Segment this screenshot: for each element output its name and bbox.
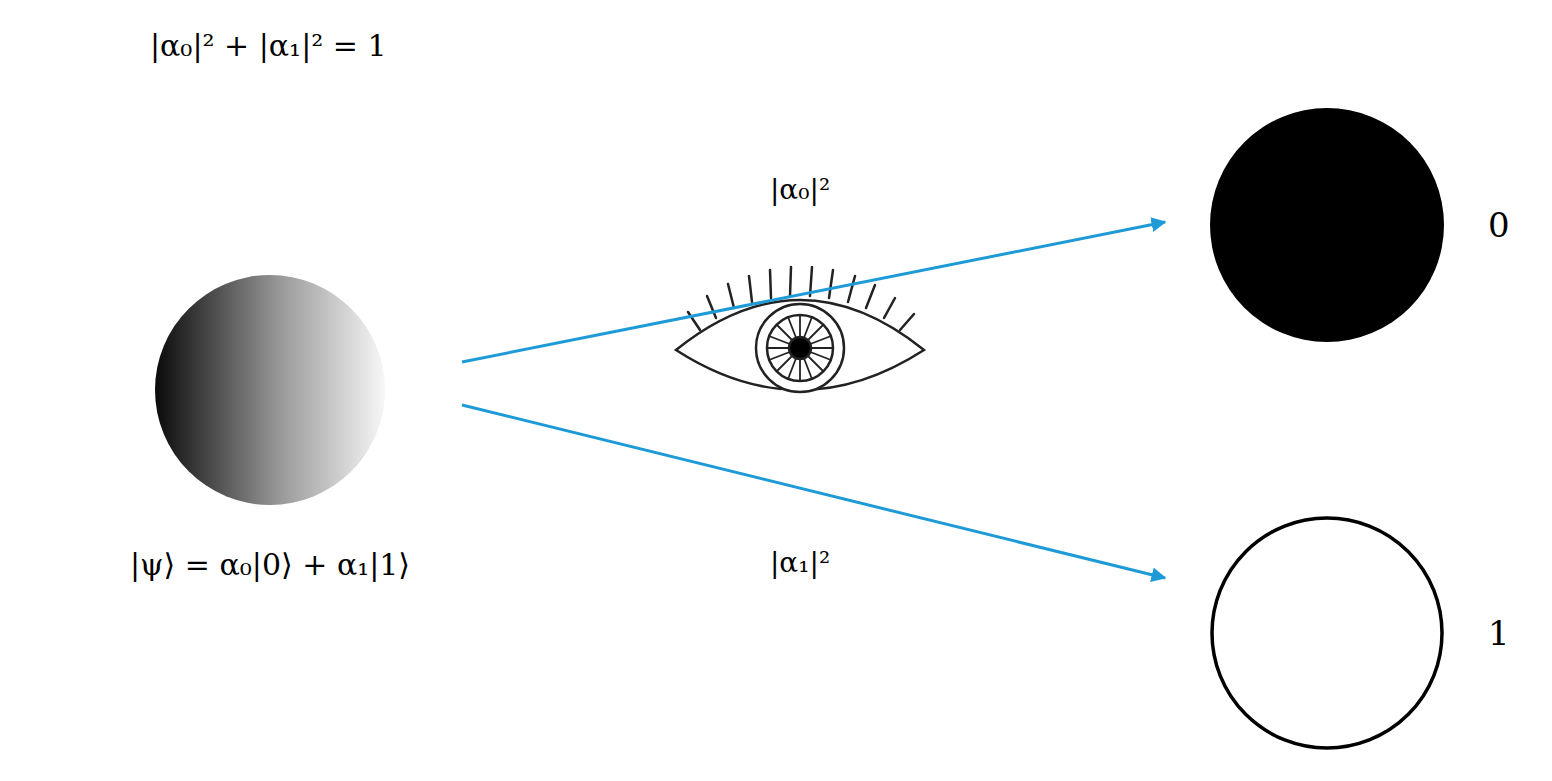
state-one-circle: 1 [1210,516,1444,750]
normalization-equation: |α₀|² + |α₁|² = 1 [150,28,387,64]
circle-outline [1210,108,1444,342]
outcome-value: 0 [1488,205,1510,246]
circle-outline [1210,516,1444,750]
probability-label: |α₁|² [770,546,830,580]
probability-arrow [462,222,1165,362]
probability-label: |α₀|² [770,173,830,207]
outcome-value: 1 [1488,613,1510,654]
state-equation: |ψ⟩ = α₀|0⟩ + α₁|1⟩ [130,547,410,583]
superposition-circle: |ψ⟩ = α₀|0⟩ + α₁|1⟩ [155,275,385,505]
circle-outline [155,275,385,505]
state-zero-circle: 0 [1210,108,1444,342]
